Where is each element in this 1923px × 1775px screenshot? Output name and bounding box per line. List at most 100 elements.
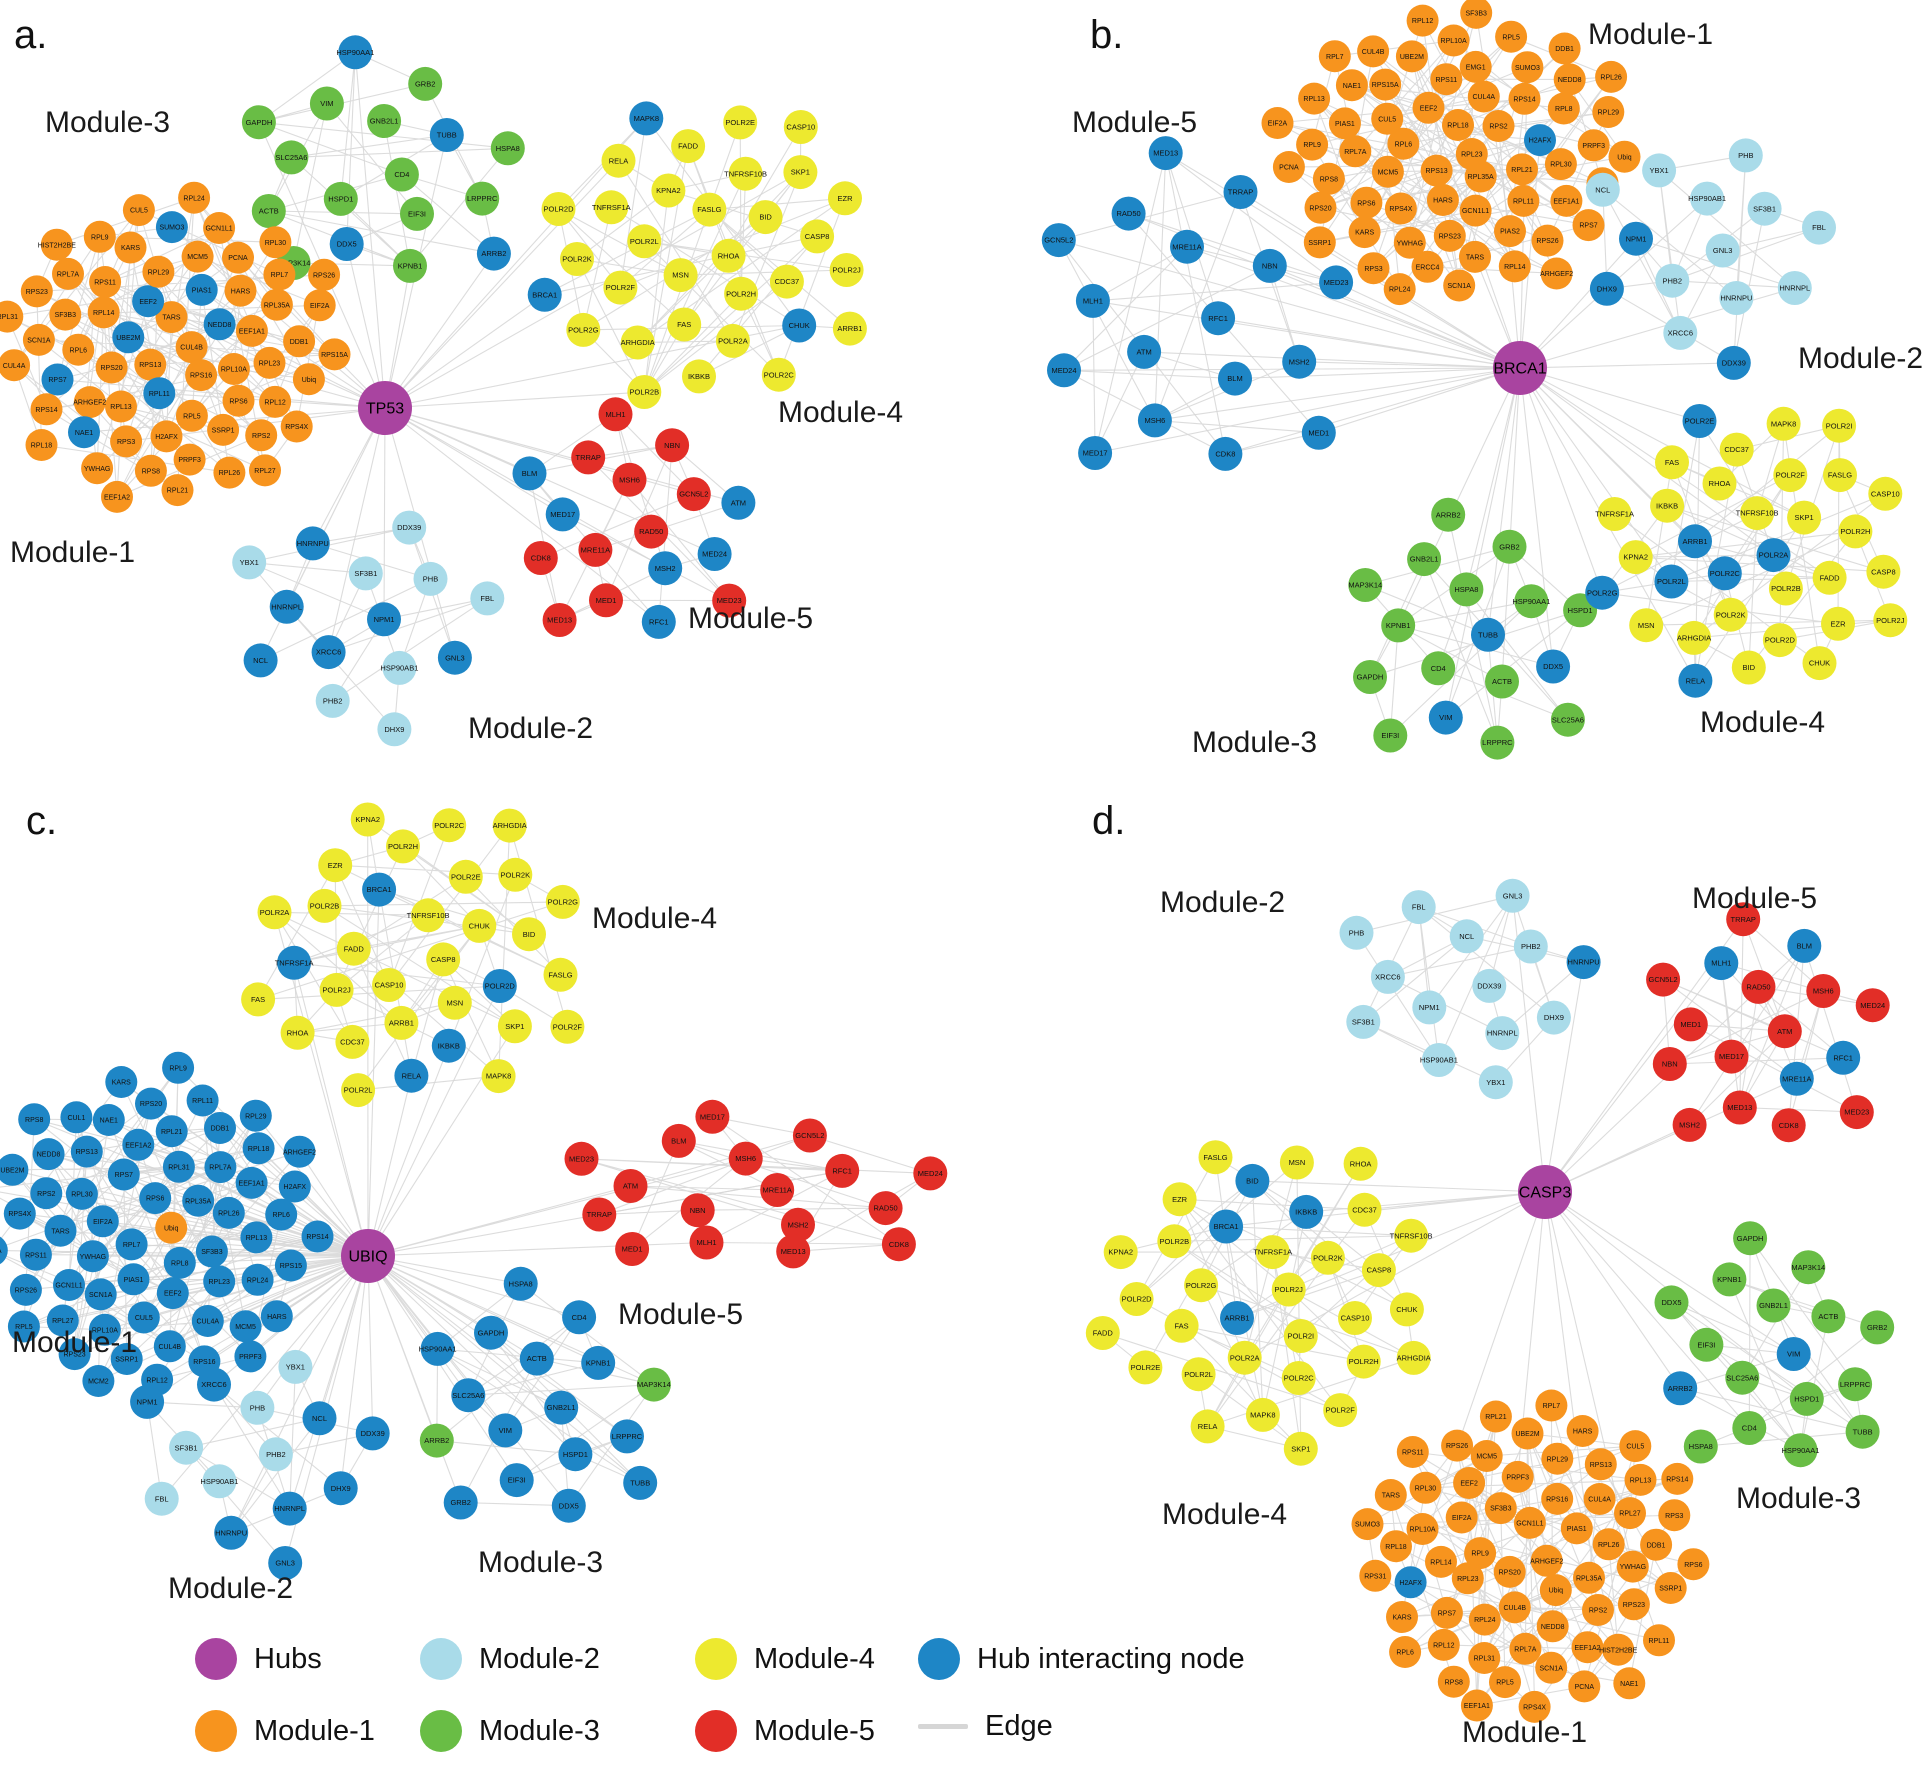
node-UBE2M: UBE2M: [112, 321, 145, 354]
node-FBL: FBL: [144, 1481, 179, 1516]
node-MCM2: MCM2: [82, 1365, 115, 1397]
node-PRPF3: PRPF3: [1501, 1460, 1534, 1493]
node-CASP8: CASP8: [800, 219, 835, 254]
svg-text:ARRB2: ARRB2: [424, 1436, 449, 1445]
node-GCN1L1: GCN1L1: [1513, 1506, 1546, 1539]
svg-text:EIF3I: EIF3I: [1381, 731, 1399, 740]
svg-text:RPL8: RPL8: [171, 1261, 189, 1268]
node-CDK8: CDK8: [881, 1227, 916, 1262]
svg-text:GCN5L2: GCN5L2: [795, 1131, 824, 1140]
node-CHUK: CHUK: [462, 908, 497, 943]
hub-TP53: TP53: [358, 381, 412, 435]
svg-text:MAP3K14: MAP3K14: [277, 259, 311, 268]
svg-text:RPL21: RPL21: [1511, 167, 1533, 174]
node-H2AFX: H2AFX: [150, 420, 183, 453]
module-c-module-3: GNB2L1VIMACTBHSPD1SLC25A6KPNB1EIF3IGAPDH…: [419, 1266, 671, 1523]
node-RPL27: RPL27: [1614, 1497, 1646, 1530]
module-a-module-5: RAD50MRE11AMSH6MSH2MED17GCN5L2MED1TRRAPM…: [512, 397, 756, 639]
svg-text:SKP1: SKP1: [1795, 513, 1814, 522]
svg-text:ERCC4: ERCC4: [1416, 264, 1440, 271]
svg-text:SLC25A6: SLC25A6: [1726, 1373, 1758, 1382]
svg-text:DDB1: DDB1: [1647, 1542, 1666, 1549]
module-c-module-1: UbiqRPL7RPS6RPL8EIF2ARPL35APIAS1RPS7SF3B…: [0, 1051, 334, 1397]
node-RPL5: RPL5: [1489, 1666, 1521, 1699]
node-SSRP1: SSRP1: [207, 413, 240, 446]
node-NPM1: NPM1: [1619, 221, 1653, 256]
svg-text:CUL5: CUL5: [1378, 116, 1396, 123]
node-RPS11: RPS11: [1430, 63, 1463, 96]
node-MED13: MED13: [776, 1234, 811, 1269]
svg-text:TNFRSF1A: TNFRSF1A: [1595, 510, 1634, 519]
svg-text:BRCA1: BRCA1: [1493, 361, 1546, 378]
svg-text:POLR2I: POLR2I: [1287, 1332, 1314, 1341]
svg-text:ACTB: ACTB: [527, 1354, 547, 1363]
svg-text:RPS6: RPS6: [229, 398, 247, 405]
node-POLR2A: POLR2A: [257, 895, 292, 930]
node-HARS: HARS: [1426, 184, 1459, 216]
svg-text:POLR2C: POLR2C: [1284, 1374, 1315, 1383]
svg-text:RPS16: RPS16: [1546, 1497, 1568, 1504]
svg-text:FAS: FAS: [677, 320, 691, 329]
svg-text:NEDD8: NEDD8: [1541, 1624, 1565, 1631]
node-RPL18: RPL18: [1442, 109, 1474, 141]
node-EIF3I: EIF3I: [1689, 1327, 1724, 1362]
svg-text:RPS3: RPS3: [1665, 1513, 1683, 1520]
module-label: Module-2: [1160, 886, 1285, 919]
node-RPL11: RPL11: [1643, 1624, 1675, 1657]
node-RPS23: RPS23: [1433, 219, 1466, 252]
svg-text:KARS: KARS: [1355, 230, 1374, 237]
node-PIAS2: PIAS2: [1494, 215, 1526, 248]
node-ACTB: ACTB: [1811, 1299, 1846, 1334]
node-HNRNPL: HNRNPL: [1485, 1016, 1520, 1051]
node-DDX39: DDX39: [1472, 968, 1507, 1003]
node-ARRB1: ARRB1: [1678, 524, 1712, 559]
svg-text:RAD50: RAD50: [874, 1204, 898, 1213]
node-RPL24: RPL24: [1468, 1603, 1501, 1636]
svg-text:BLM: BLM: [522, 469, 537, 478]
node-MAPK8: MAPK8: [629, 101, 664, 136]
svg-text:SF3B3: SF3B3: [1465, 11, 1487, 18]
svg-text:CASP10: CASP10: [1871, 489, 1900, 498]
node-TNFRSF10B: TNFRSF10B: [1736, 496, 1779, 531]
svg-text:KARS: KARS: [121, 245, 140, 252]
svg-text:RPS14: RPS14: [1666, 1477, 1688, 1484]
svg-text:FADD: FADD: [344, 944, 365, 953]
svg-text:HSP90AB1: HSP90AB1: [200, 1477, 238, 1486]
svg-text:DDX39: DDX39: [361, 1429, 385, 1438]
node-YWHAG: YWHAG: [1616, 1550, 1649, 1583]
svg-text:VIM: VIM: [1439, 713, 1452, 722]
node-POLR2C: POLR2C: [432, 808, 467, 843]
svg-text:MSH2: MSH2: [788, 1220, 809, 1229]
node-SCN1A: SCN1A: [84, 1278, 117, 1311]
node-PIAS1: PIAS1: [117, 1263, 150, 1296]
svg-text:RPS16: RPS16: [190, 373, 212, 380]
node-POLR2B: POLR2B: [627, 375, 662, 409]
node-RPS4X: RPS4X: [1518, 1690, 1551, 1723]
node-RPL7A: RPL7A: [1339, 135, 1372, 168]
svg-text:NBN: NBN: [1262, 262, 1278, 271]
svg-text:XRCC6: XRCC6: [201, 1380, 226, 1389]
svg-text:POLR2L: POLR2L: [344, 1086, 373, 1095]
node-CUL5: CUL5: [1619, 1430, 1652, 1463]
svg-text:CDC37: CDC37: [1352, 1205, 1377, 1214]
svg-text:SKP1: SKP1: [1291, 1444, 1310, 1453]
svg-text:ARRB1: ARRB1: [1224, 1314, 1249, 1323]
svg-text:CD4: CD4: [572, 1313, 587, 1322]
node-DDX39: DDX39: [355, 1416, 390, 1451]
svg-text:PHB2: PHB2: [1663, 276, 1683, 285]
svg-text:HSPA8: HSPA8: [496, 144, 520, 153]
node-RPL21: RPL21: [161, 474, 194, 507]
node-NAE1: NAE1: [92, 1104, 125, 1136]
node-MLH1: MLH1: [689, 1225, 724, 1260]
node-RPS16: RPS16: [1541, 1482, 1574, 1515]
node-RPL13: RPL13: [1624, 1463, 1657, 1496]
node-ARRB1: ARRB1: [832, 311, 867, 346]
node-RPS13: RPS13: [1420, 154, 1453, 187]
svg-text:RPS23: RPS23: [1623, 1602, 1645, 1609]
node-HNRNPL: HNRNPL: [269, 589, 304, 624]
svg-text:LRPPRC: LRPPRC: [1840, 1380, 1871, 1389]
svg-text:POLR2B: POLR2B: [629, 388, 659, 397]
node-NAE1: NAE1: [1613, 1667, 1646, 1700]
node-POLR2D: POLR2D: [1762, 623, 1797, 658]
node-FADD: FADD: [336, 931, 371, 966]
